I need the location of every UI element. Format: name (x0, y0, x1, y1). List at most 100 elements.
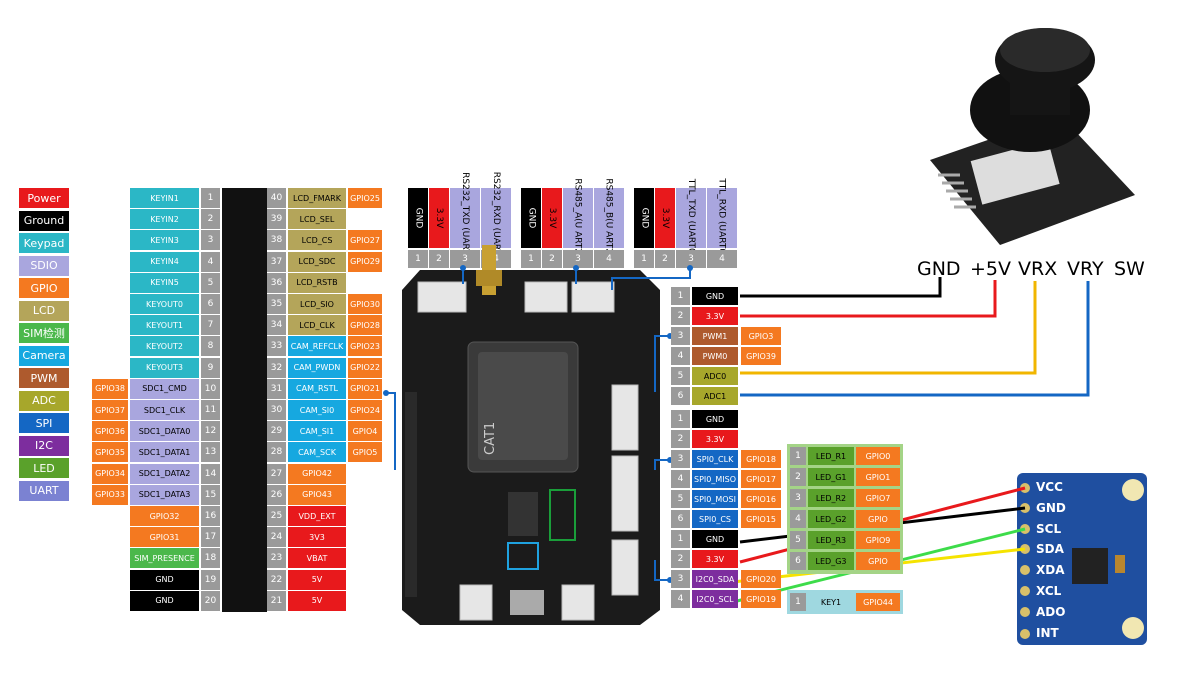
legend-item: I2C (19, 435, 69, 456)
pin-function: VDD_EXT (288, 506, 346, 526)
gpio-label: GPIO30 (348, 294, 382, 314)
pin-number: 17 (201, 527, 220, 548)
pin-function: KEYOUT0 (130, 294, 199, 314)
connector-pin-number: 3 (563, 250, 593, 268)
pin-function: SDC1_DATA1 (130, 442, 199, 463)
pin-number: 40 (267, 188, 286, 208)
connector-pin-number: 3 (676, 250, 706, 268)
legend-item: UART (19, 480, 69, 501)
pin-number: 3 (790, 489, 806, 507)
legend-item: Keypad (19, 233, 69, 253)
legend-item: GPIO (19, 278, 69, 298)
pin-number: 4 (201, 251, 220, 272)
key-function: KEY1 (808, 593, 854, 611)
legend-item: Power (19, 188, 69, 208)
pin-function: 5V (288, 569, 346, 590)
pin-function: GPIO42 (288, 463, 346, 484)
pin-number: 11 (201, 400, 220, 420)
pin-function: SPI0_MOSI (692, 490, 738, 508)
pin-number: 32 (267, 357, 286, 378)
connector-pin-header: GND (408, 188, 428, 248)
legend-item: Ground (19, 210, 69, 231)
pin-function: VBAT (288, 548, 346, 569)
mpu-pin-label: GND (1036, 500, 1066, 515)
pin-number: 6 (201, 294, 220, 314)
pin-number: 38 (267, 230, 286, 251)
pin-function: SPI0_CS (692, 510, 738, 528)
pin-number: 9 (201, 357, 220, 378)
pin-number: 7 (201, 315, 220, 336)
connector-pin-number: 2 (429, 250, 449, 268)
pin-function: GND (692, 287, 738, 305)
pin-number: 19 (201, 569, 220, 590)
pin-function: I2C0_SDA (692, 570, 738, 588)
gpio-label: GPIO (856, 510, 900, 528)
led-function: LED_G1 (808, 468, 854, 486)
gpio-label: GPIO28 (348, 315, 382, 336)
gpio-label: GPIO27 (348, 230, 382, 251)
pin-function: CAM_SCK (288, 442, 346, 463)
pin-function: GPIO43 (288, 484, 346, 505)
connector-pin-number: 1 (521, 250, 541, 268)
pin-function: CAM_SI0 (288, 400, 346, 420)
gpio-label: GPIO36 (92, 421, 128, 442)
mpu-pin-label: VCC (1036, 480, 1063, 494)
pin-number: 14 (201, 463, 220, 484)
mpu-pin-label: SCL (1036, 521, 1062, 536)
gpio-label: GPIO15 (741, 510, 781, 528)
pin-function: LCD_SIO (288, 294, 346, 314)
connector-pin-header: RS485_B(U ART2) (594, 178, 624, 258)
connector-pin-number: 2 (655, 250, 675, 268)
connector-pin-number: 2 (542, 250, 562, 268)
pin-function: SDC1_CLK (130, 400, 199, 420)
pin-number: 1 (671, 530, 690, 548)
pin-number: 2 (671, 550, 690, 568)
connector-pin-header: TTL_TXD (UART0) (676, 179, 706, 257)
joystick-pin-label: +5V (970, 258, 1012, 280)
gpio-label: GPIO21 (348, 378, 382, 399)
pin-function: GND (130, 569, 199, 590)
pin-function: KEYIN3 (130, 230, 199, 251)
pin-function: 3.3V (692, 550, 738, 568)
pin-number: 1 (790, 593, 806, 611)
pin-function: KEYIN1 (130, 188, 199, 208)
gpio-label: GPIO39 (741, 347, 781, 365)
mpu-pin-label: XCL (1036, 584, 1062, 598)
gpio-label: GPIO7 (856, 489, 900, 507)
gpio-label: GPIO37 (92, 400, 128, 420)
pin-number: 4 (790, 510, 806, 528)
gpio-label: GPIO0 (856, 447, 900, 465)
gpio-label: GPIO5 (348, 442, 382, 463)
connector-pin-header: 3.3V (655, 188, 675, 248)
pin-number: 2 (790, 468, 806, 486)
pin-function: LCD_SDC (288, 251, 346, 272)
legend-item: LED (19, 458, 69, 478)
pin-number: 5 (201, 272, 220, 293)
pin-number: 2 (671, 307, 690, 325)
pin-number: 16 (201, 506, 220, 526)
pin-function: CAM_PWDN (288, 357, 346, 378)
pin-function: KEYIN4 (130, 251, 199, 272)
pin-number: 3 (671, 450, 690, 468)
joystick-pin-label: GND (917, 258, 961, 280)
pin-number: 22 (267, 569, 286, 590)
pin-function: ADC0 (692, 367, 738, 385)
pin-function: KEYOUT1 (130, 315, 199, 336)
pin-function: GND (130, 590, 199, 611)
gpio-label: GPIO23 (348, 336, 382, 357)
gpio-label: GPIO33 (92, 484, 128, 505)
pin-function: GPIO32 (130, 506, 199, 526)
gpio-label: GPIO16 (741, 490, 781, 508)
led-function: LED_R1 (808, 447, 854, 465)
pin-function: GND (692, 410, 738, 428)
pin-function: GND (692, 530, 738, 548)
connector-pin-header: GND (634, 188, 654, 248)
pin-number: 21 (267, 590, 286, 611)
mpu-pin-label: XDA (1036, 563, 1065, 578)
gpio-label: GPIO3 (741, 327, 781, 345)
pin-number: 37 (267, 251, 286, 272)
gpio-label: GPIO44 (856, 593, 900, 611)
pin-number: 4 (671, 470, 690, 488)
joystick-pin-label: SW (1114, 258, 1145, 280)
